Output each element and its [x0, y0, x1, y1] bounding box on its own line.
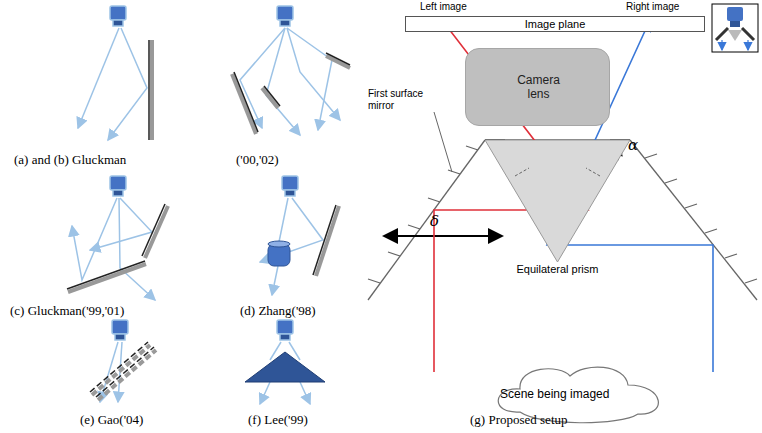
panel-a [78, 6, 147, 140]
node-outline [485, 140, 630, 278]
part-label: First surface mirror [368, 88, 430, 111]
symbol-label: δ [430, 212, 439, 230]
normal-line [515, 168, 600, 176]
node-text: Scene being imaged [500, 388, 609, 402]
symbol-label: α [628, 136, 638, 154]
node-text: Camera lens [509, 74, 569, 102]
figure-caption: (c) Gluckman('99,'01) [10, 303, 124, 319]
figure-caption: (e) Gao('04) [80, 412, 143, 428]
panel-c [72, 176, 155, 300]
panel-d [260, 176, 323, 295]
camera-lens: Camera lens [465, 48, 610, 126]
figure-caption: (g) Proposed setup [470, 412, 568, 428]
part-label: Right image [626, 1, 679, 12]
inset [712, 4, 758, 52]
figure-caption: (a) and (b) Gluckman [14, 152, 126, 168]
panel-b [240, 6, 340, 135]
prism-shape [485, 140, 630, 262]
figure-caption: (f) Lee('99) [248, 412, 308, 428]
equilateral-prism: Equilateral prism [485, 140, 630, 278]
node-text: Equilateral prism [517, 263, 599, 276]
figure-caption: ('00,'02) [236, 152, 279, 168]
image-plane: Image plane [405, 16, 705, 32]
figure-caption: (d) Zhang('98) [240, 303, 316, 319]
node-text: Image plane [406, 17, 704, 31]
dimension-arrow [384, 235, 502, 237]
mirror [368, 140, 757, 300]
part-label: Left image [420, 1, 467, 12]
